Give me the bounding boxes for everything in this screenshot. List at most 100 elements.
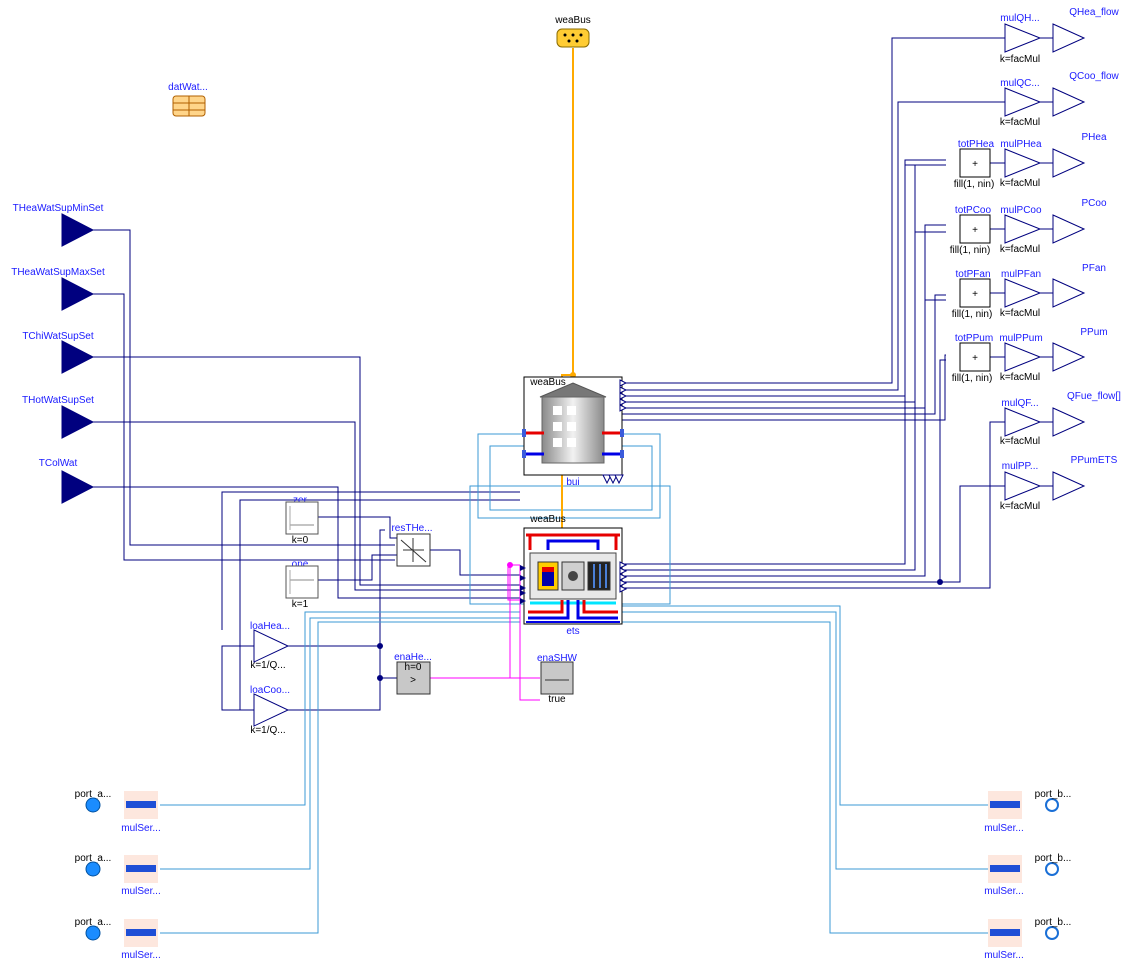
output-chains: mulQH... k=facMul QHea_flow mulQC... k=f… — [950, 7, 1121, 512]
enaHe-name: enaHe... — [394, 652, 432, 663]
gain-icon — [1004, 407, 1042, 437]
loaCoo-block[interactable]: loaCoo... k=1/Q... — [250, 685, 290, 736]
enaSHW-param: true — [548, 694, 566, 705]
output-PHea[interactable]: totPHea + fill(1, nin) mulPHea k=facMul … — [954, 132, 1107, 190]
input-label: THeaWatSupMinSet — [13, 203, 104, 214]
mulser-label: mulSer... — [984, 886, 1023, 897]
weather-bus[interactable]: weaBus — [554, 15, 591, 48]
output-triangle-icon — [1052, 342, 1086, 372]
port-b-label: port_b... — [1035, 917, 1072, 928]
boolean-wires — [430, 562, 540, 701]
port-a-label: port_a... — [75, 853, 112, 864]
enaSHW-name: enaSHW — [537, 653, 578, 664]
signal-wires — [93, 37, 1053, 711]
input-label: THeaWatSupMaxSet — [11, 267, 105, 278]
input-TChiWatSupSet[interactable]: TChiWatSupSet — [22, 331, 95, 374]
constant-icon — [285, 501, 319, 535]
mulser-label: mulSer... — [984, 823, 1023, 834]
gain-param: k=facMul — [1000, 117, 1040, 128]
port-a-label: port_a... — [75, 789, 112, 800]
building-block[interactable]: weaBus bui — [522, 376, 628, 488]
resTHe-name: resTHe... — [391, 523, 432, 534]
sum-param: fill(1, nin) — [952, 309, 993, 320]
gain-param: k=facMul — [1000, 308, 1040, 319]
sum-label: totPFan — [955, 269, 990, 280]
gain-label: mulPPum — [999, 333, 1042, 344]
output-QFue-flow[interactable]: mulQF... k=facMul QFue_flow[] — [1000, 391, 1121, 447]
input-triangle-icon — [61, 405, 95, 439]
fluid-wires — [160, 433, 990, 934]
gain-param: k=facMul — [1000, 372, 1040, 383]
mulser-label: mulSer... — [121, 950, 160, 961]
output-PFan[interactable]: totPFan + fill(1, nin) mulPFan k=facMul … — [952, 263, 1106, 320]
mulser-label: mulSer... — [984, 950, 1023, 961]
sum-block — [959, 342, 991, 372]
sum-block — [959, 214, 991, 244]
output-QHea-flow[interactable]: mulQH... k=facMul QHea_flow — [1000, 7, 1120, 65]
gain-param: k=facMul — [1000, 178, 1040, 189]
ports-a: port_a... mulSer... port_a... mulSer... … — [75, 789, 161, 961]
input-TColWat[interactable]: TColWat — [39, 458, 95, 504]
ets-block[interactable]: weaBus ets — [520, 514, 628, 637]
gain-param: k=facMul — [1000, 244, 1040, 255]
one-block[interactable]: one k=1 — [285, 559, 319, 610]
gain-icon — [1004, 342, 1042, 372]
output-PPum[interactable]: totPPum + fill(1, nin) mulPPum k=facMul … — [952, 327, 1108, 384]
constant-icon — [285, 565, 319, 599]
gain-label: mulPP... — [1002, 461, 1039, 472]
enaHe-block[interactable]: enaHe... h=0 > — [394, 652, 432, 695]
output-label: PHea — [1081, 132, 1106, 143]
port-b-1[interactable]: mulSer... port_b... — [984, 789, 1071, 834]
output-QCoo-flow[interactable]: mulQC... k=facMul QCoo_flow — [1000, 71, 1120, 128]
output-triangle-icon — [1052, 23, 1086, 53]
resTHe-block[interactable]: resTHe... — [391, 523, 433, 567]
input-THeaWatSupMinSet[interactable]: THeaWatSupMinSet — [13, 203, 104, 247]
gain-icon — [1004, 87, 1042, 117]
loaHea-block[interactable]: loaHea... k=1/Q... — [250, 621, 290, 671]
gain-label: mulQC... — [1000, 78, 1039, 89]
port-a-3[interactable]: port_a... mulSer... — [75, 917, 161, 961]
enaSHW-block[interactable]: enaSHW true — [537, 653, 578, 705]
port-b-label: port_b... — [1035, 789, 1072, 800]
output-PCoo[interactable]: totPCoo + fill(1, nin) mulPCoo k=facMul … — [950, 198, 1107, 256]
sum-param: fill(1, nin) — [950, 245, 991, 256]
data-record[interactable]: datWat... — [168, 82, 208, 117]
port-a-2[interactable]: port_a... mulSer... — [75, 853, 161, 897]
output-PPumETS[interactable]: mulPP... k=facMul PPumETS — [1000, 455, 1118, 512]
output-label: QFue_flow[] — [1067, 391, 1121, 402]
gain-icon — [1004, 278, 1042, 308]
one-name: one — [292, 559, 309, 570]
input-THeaWatSupMaxSet[interactable]: THeaWatSupMaxSet — [11, 267, 105, 311]
sum-symbol: + — [972, 289, 978, 300]
output-triangle-icon — [1052, 471, 1086, 501]
mulser-label: mulSer... — [121, 823, 160, 834]
zer-name: zer — [293, 495, 308, 506]
gain-label: mulPFan — [1001, 269, 1041, 280]
boolean-constant-icon — [540, 661, 574, 695]
output-triangle-icon — [1052, 148, 1086, 178]
input-label: TColWat — [39, 458, 78, 469]
output-triangle-icon — [1052, 214, 1086, 244]
zer-block[interactable]: zer k=0 — [285, 495, 319, 546]
gain-param: k=facMul — [1000, 436, 1040, 447]
sum-label: totPCoo — [955, 205, 992, 216]
output-label: PPum — [1080, 327, 1107, 338]
gain-icon — [1004, 214, 1042, 244]
input-THotWatSupSet[interactable]: THotWatSupSet — [22, 395, 95, 439]
input-triangle-icon — [61, 340, 95, 374]
sum-block — [959, 148, 991, 178]
output-label: QCoo_flow — [1069, 71, 1119, 82]
ets-name: ets — [566, 626, 579, 637]
ports-b: mulSer... port_b... mulSer... port_b... … — [984, 789, 1071, 961]
loaHea-name: loaHea... — [250, 621, 290, 632]
port-b-2[interactable]: mulSer... port_b... — [984, 853, 1071, 897]
output-triangle-icon — [1052, 278, 1086, 308]
port-b-3[interactable]: mulSer... port_b... — [984, 917, 1071, 961]
sum-label: totPHea — [958, 139, 995, 150]
loaHea-param: k=1/Q... — [250, 660, 285, 671]
fluid-port-icon — [85, 797, 101, 813]
mulser-label: mulSer... — [121, 886, 160, 897]
ets-bus-label: weaBus — [529, 514, 566, 525]
loaCoo-name: loaCoo... — [250, 685, 290, 696]
port-a-1[interactable]: port_a... mulSer... — [75, 789, 161, 834]
